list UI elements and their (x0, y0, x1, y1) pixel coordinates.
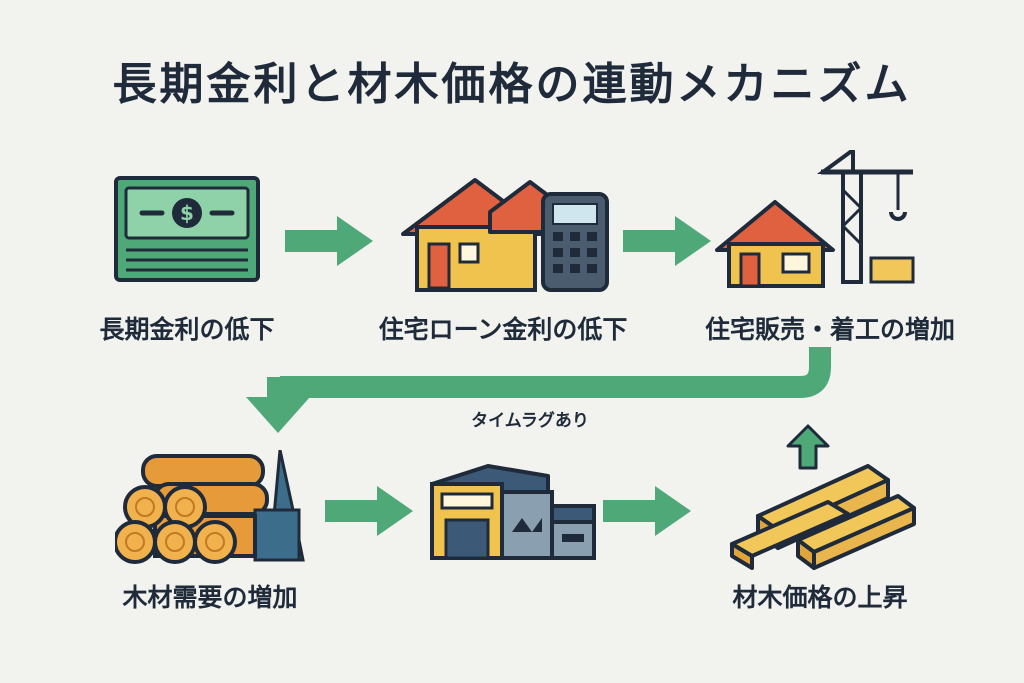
svg-text:$: $ (180, 201, 194, 225)
return-arrow-icon (246, 347, 831, 433)
step-label-interest-drop: 長期金利の低下 (99, 315, 275, 344)
arrow-right-icon (285, 216, 373, 266)
lumber-rising-icon (730, 464, 916, 570)
arrow-right-icon (603, 486, 691, 536)
step-label-wood-demand: 木材需要の増加 (122, 583, 298, 612)
money-icon: $ (114, 176, 260, 282)
step-label-lumber-price-rise: 材木価格の上昇 (732, 583, 908, 612)
factory-icon (430, 464, 596, 560)
arrow-right-icon (325, 486, 413, 536)
time-lag-label: タイムラグあり (471, 411, 589, 431)
step-label-housing-increase: 住宅販売・着工の増加 (704, 315, 955, 344)
house-calculator-icon (401, 178, 609, 292)
step-label-loan-rate-drop: 住宅ローン金利の低下 (378, 315, 628, 344)
up-arrow-icon (786, 424, 830, 470)
house-crane-icon (715, 150, 915, 288)
page-title: 長期金利と材木価格の連動メカニズム (112, 59, 912, 110)
logs-icon (115, 450, 305, 564)
arrow-right-icon (623, 216, 711, 266)
